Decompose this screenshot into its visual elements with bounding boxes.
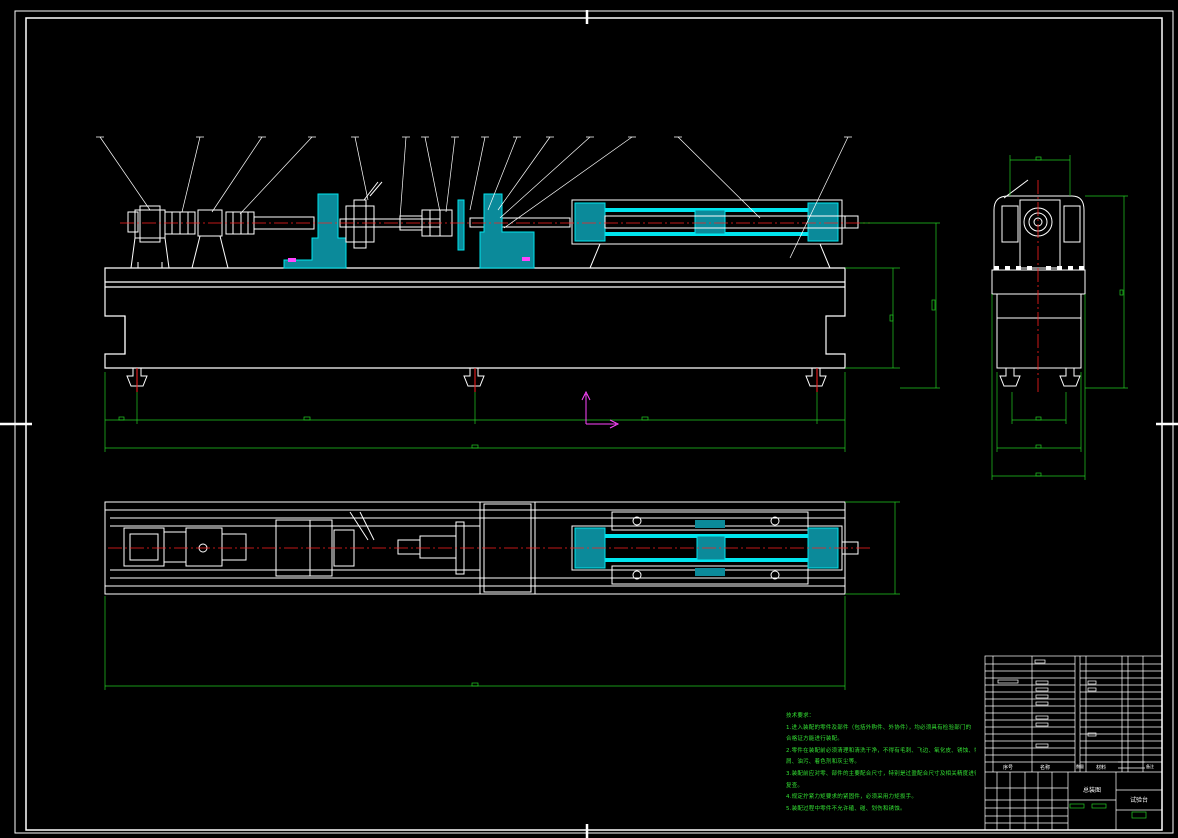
notes-line: 屑、油污、着色剂和灰尘等。 <box>786 759 861 766</box>
notes-line: 4.规定拧紧力矩要求的紧固件，必须采用力矩扳手。 <box>786 794 918 801</box>
notes-line: 3.装配前应对零、部件的主要配合尺寸，特别是过盈配合尺寸及相关精度进行 <box>786 770 976 777</box>
notes-heading: 技术要求： <box>786 713 815 719</box>
notes-line: 1.进入装配的零件及部件（包括外购件、外协件），均必须具有检验部门的 <box>786 724 972 731</box>
parts-header-qty: 数量 <box>1076 764 1084 769</box>
drawing-number: 试验台 <box>1130 797 1149 804</box>
motor-assembly <box>127 205 255 269</box>
parts-header-name: 名称 <box>1040 765 1051 771</box>
parts-header-material: 材料 <box>1096 765 1107 771</box>
top-cylinder-fill <box>574 520 839 576</box>
notes-line: 合格证方能进行装配。 <box>786 736 844 743</box>
bed-base <box>104 267 846 369</box>
assembly-name: 总装图 <box>1083 787 1102 794</box>
notes-line: 2.零件在装配前必须清理和清洗干净，不得有毛刺、飞边、氧化皮、锈蚀、切 <box>786 747 976 754</box>
front-view <box>96 136 940 452</box>
part-leaders <box>96 136 852 259</box>
parts-header-no: 序号 <box>1003 765 1014 771</box>
side-bolts <box>994 266 1084 270</box>
ucs-axes <box>581 390 620 429</box>
top-bed <box>104 501 846 595</box>
top-dimensions <box>104 501 900 690</box>
bearing-pedestals <box>283 193 535 269</box>
side-view <box>991 155 1128 480</box>
leveling-feet <box>126 368 827 392</box>
sheet-border <box>0 10 1178 838</box>
top-view <box>104 501 900 690</box>
side-dimensions <box>991 155 1128 480</box>
front-dimensions <box>104 222 940 452</box>
clutch-unit <box>345 181 465 251</box>
parts-header-remark: 备注 <box>1146 764 1154 769</box>
title-block <box>984 655 1163 831</box>
notes-line: 5.装配过程中零件不允许磕、碰、划伤和锈蚀。 <box>786 805 906 812</box>
hydraulic-cylinder <box>571 199 859 269</box>
technical-requirements: 技术要求： 1.进入装配的零件及部件（包括外购件、外协件），均必须具有检验部门的… <box>786 711 976 815</box>
notes-line: 复查。 <box>786 782 804 789</box>
